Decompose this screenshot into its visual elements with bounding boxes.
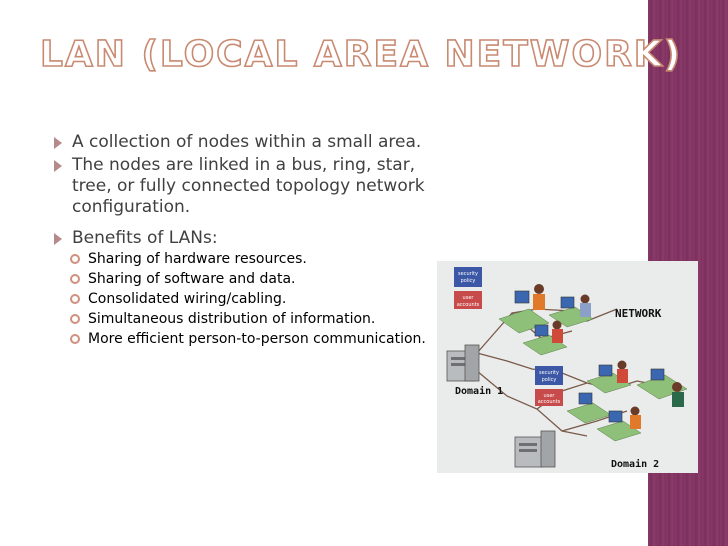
domain-2-label: Domain 2 <box>611 458 659 470</box>
security-policy-box-1: security policy <box>454 267 482 287</box>
svg-text:security: security <box>458 271 478 277</box>
circle-bullet-icon <box>70 334 80 344</box>
svg-text:user: user <box>544 393 556 399</box>
lan-network-diagram: security policy user accounts Domain 1 <box>437 261 698 473</box>
server-domain-1-icon <box>446 344 480 382</box>
svg-text:policy: policy <box>542 377 557 383</box>
workstation-icon <box>566 392 612 424</box>
sub-bullet-item: Sharing of software and data. <box>54 271 434 288</box>
workstation-icon <box>636 368 688 407</box>
bullet-item-benefits: Benefits of LANs: <box>54 228 434 249</box>
sub-bullet-item: More efficient person-to-person communic… <box>54 331 434 348</box>
server-domain-2-icon <box>514 430 556 468</box>
circle-bullet-icon <box>70 294 80 304</box>
benefits-sublist: Sharing of hardware resources. Sharing o… <box>54 251 434 348</box>
workstation-icon <box>586 360 632 394</box>
user-accounts-box-1: user accounts <box>454 291 482 309</box>
bullet-text: The nodes are linked in a bus, ring, sta… <box>72 155 425 217</box>
network-label: NETWORK <box>615 307 662 320</box>
sub-bullet-item: Simultaneous distribution of information… <box>54 311 434 328</box>
bullet-arrow-icon <box>54 137 62 149</box>
workstation-icon <box>522 320 568 356</box>
circle-bullet-icon <box>70 314 80 324</box>
sub-bullet-text: Consolidated wiring/cabling. <box>88 291 287 307</box>
svg-text:accounts: accounts <box>457 302 480 308</box>
benefits-heading: Benefits of LANs: <box>72 228 218 248</box>
svg-text:user: user <box>463 295 475 301</box>
bullet-arrow-icon <box>54 233 62 245</box>
bullet-item: The nodes are linked in a bus, ring, sta… <box>54 155 434 218</box>
slide-title: LAN (Local Area Network) <box>39 33 683 76</box>
svg-text:security: security <box>539 370 559 376</box>
svg-text:accounts: accounts <box>538 399 561 405</box>
user-accounts-box-2: user accounts <box>535 389 563 406</box>
sub-bullet-item: Consolidated wiring/cabling. <box>54 291 434 308</box>
sub-bullet-text: Sharing of software and data. <box>88 271 296 287</box>
workstation-icon <box>596 406 642 442</box>
sub-bullet-text: More efficient person-to-person communic… <box>88 331 426 347</box>
circle-bullet-icon <box>70 254 80 264</box>
sub-bullet-text: Simultaneous distribution of information… <box>88 311 376 327</box>
bullet-item: A collection of nodes within a small are… <box>54 132 434 153</box>
security-policy-box-2: security policy <box>535 366 563 385</box>
bullet-text: A collection of nodes within a small are… <box>72 132 422 152</box>
bullet-arrow-icon <box>54 160 62 172</box>
sub-bullet-item: Sharing of hardware resources. <box>54 251 434 268</box>
svg-text:policy: policy <box>461 278 476 284</box>
domain-1-label: Domain 1 <box>455 385 503 397</box>
sub-bullet-text: Sharing of hardware resources. <box>88 251 307 267</box>
circle-bullet-icon <box>70 274 80 284</box>
bullet-list: A collection of nodes within a small are… <box>54 132 434 351</box>
